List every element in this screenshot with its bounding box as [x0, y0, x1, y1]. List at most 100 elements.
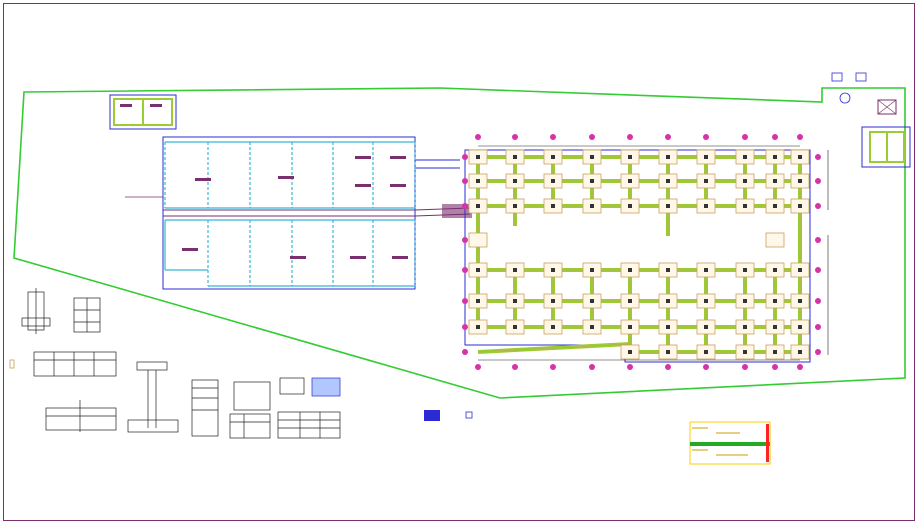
axis-bubble-icon	[797, 364, 803, 370]
axis-bubble-icon	[665, 364, 671, 370]
column	[476, 155, 480, 159]
beam-edge	[477, 343, 631, 353]
axis-bubble-icon	[815, 349, 821, 355]
column	[666, 299, 670, 303]
axis-bubble-icon	[462, 203, 468, 209]
column	[798, 204, 802, 208]
column	[743, 155, 747, 159]
column	[513, 299, 517, 303]
column	[666, 268, 670, 272]
title-block	[689, 421, 771, 465]
axis-bubble-icon	[462, 324, 468, 330]
column	[704, 299, 708, 303]
axis-bubble-icon	[512, 134, 518, 140]
column	[590, 155, 594, 159]
column	[798, 268, 802, 272]
axis-bubble-icon	[589, 364, 595, 370]
column	[551, 155, 555, 159]
room-label-mark	[392, 256, 408, 259]
column	[551, 299, 555, 303]
column	[476, 179, 480, 183]
column	[773, 268, 777, 272]
column	[666, 204, 670, 208]
sheet-border	[3, 3, 915, 521]
axis-bubble-icon	[772, 364, 778, 370]
room-label-mark	[355, 156, 371, 159]
axis-bubble-icon	[462, 237, 468, 243]
axis-bubble-icon	[462, 178, 468, 184]
column	[704, 204, 708, 208]
column-footing-icon	[765, 232, 785, 248]
axis-bubble-icon	[550, 364, 556, 370]
axis-bubble-icon	[627, 364, 633, 370]
room-label-mark	[182, 248, 198, 251]
column	[476, 325, 480, 329]
axis-bubble-icon	[815, 324, 821, 330]
column	[798, 299, 802, 303]
column	[513, 204, 517, 208]
column	[513, 325, 517, 329]
column	[476, 204, 480, 208]
column	[628, 325, 632, 329]
room-label-mark	[195, 178, 211, 181]
column	[590, 179, 594, 183]
column	[666, 155, 670, 159]
site-boundary	[13, 87, 906, 399]
column	[773, 204, 777, 208]
column	[666, 350, 670, 354]
column	[798, 155, 802, 159]
room-label-mark	[290, 256, 306, 259]
axis-bubble-icon	[815, 267, 821, 273]
axis-bubble-icon	[589, 134, 595, 140]
axis-bubble-icon	[703, 134, 709, 140]
axis-bubble-icon	[550, 134, 556, 140]
column	[476, 299, 480, 303]
axis-bubble-icon	[462, 349, 468, 355]
room-label-mark	[355, 184, 371, 187]
column	[628, 155, 632, 159]
legend-symbols	[9, 359, 473, 421]
axis-bubble-icon	[462, 267, 468, 273]
column	[590, 204, 594, 208]
column	[773, 325, 777, 329]
axis-bubble-icon	[703, 364, 709, 370]
column	[773, 179, 777, 183]
axis-bubble-icon	[665, 134, 671, 140]
pump-house-plan	[109, 94, 177, 130]
column	[590, 268, 594, 272]
column	[743, 325, 747, 329]
foundation-plan	[462, 134, 829, 370]
axis-bubble-icon	[627, 134, 633, 140]
column	[773, 350, 777, 354]
guard-house-plan	[831, 72, 911, 168]
column	[628, 268, 632, 272]
room-label-mark	[278, 176, 294, 179]
column	[743, 350, 747, 354]
column	[628, 204, 632, 208]
column	[704, 350, 708, 354]
axis-bubble-icon	[815, 298, 821, 304]
room-label-mark	[390, 184, 406, 187]
column	[551, 179, 555, 183]
room-label-mark	[390, 156, 406, 159]
column	[513, 155, 517, 159]
column	[798, 179, 802, 183]
column	[743, 179, 747, 183]
axis-bubble-icon	[742, 134, 748, 140]
axis-bubble-icon	[475, 364, 481, 370]
room-grid-plan	[125, 136, 472, 290]
axis-bubble-icon	[772, 134, 778, 140]
axis-bubble-icon	[815, 237, 821, 243]
axis-bubble-icon	[475, 134, 481, 140]
column-footing-icon	[468, 232, 488, 248]
column	[743, 268, 747, 272]
axis-bubble-icon	[462, 298, 468, 304]
column	[704, 179, 708, 183]
axis-bubble-icon	[815, 154, 821, 160]
column	[743, 299, 747, 303]
axis-bubble-icon	[462, 154, 468, 160]
column	[773, 299, 777, 303]
column	[666, 179, 670, 183]
